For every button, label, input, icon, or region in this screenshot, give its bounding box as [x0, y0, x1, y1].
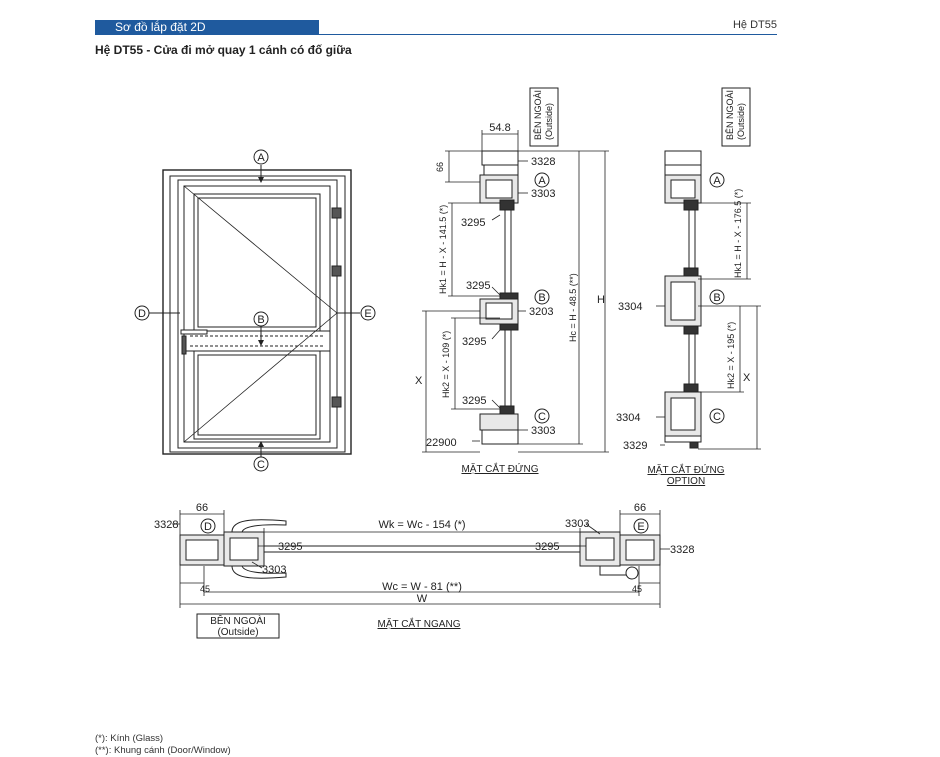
part-3303-right: 3303	[565, 518, 589, 530]
os-marker-a: A	[713, 175, 721, 187]
svg-text:BÊN NGOÀI: BÊN NGOÀI	[533, 90, 543, 140]
part-3295-right: 3295	[535, 541, 559, 553]
dim-hk2: Hk2 = X - 109 (*)	[441, 331, 451, 398]
part-3295-mid-lower: 3295	[462, 336, 486, 348]
section-header: Sơ đồ lắp đặt 2D	[95, 20, 319, 35]
dim-wc: Wc = W - 81 (**)	[382, 581, 462, 593]
part-22900: 22900	[426, 437, 457, 449]
horizontal-section-dimensions	[172, 510, 670, 608]
dim-top-height: 66	[435, 162, 445, 172]
marker-b: B	[257, 314, 264, 326]
part-3328-left: 3328	[154, 519, 178, 531]
vs-marker-b: B	[538, 292, 545, 304]
vs-marker-c: C	[538, 411, 546, 423]
dim-hc: Hc = H - 48.5 (**)	[568, 273, 578, 342]
part-3328-right: 3328	[670, 544, 694, 556]
option-section-labels: A B C 3304 3304 3329 Hk1 = H - X - 176.5…	[616, 172, 751, 487]
part-3328: 3328	[531, 156, 555, 168]
elevation-markers: A B C D E	[134, 149, 376, 472]
part-3329: 3329	[623, 440, 647, 452]
part-3304-mid: 3304	[618, 301, 642, 313]
dim-left-66: 66	[196, 502, 208, 514]
part-3303-bottom: 3303	[531, 425, 555, 437]
svg-text:(Outside): (Outside)	[544, 103, 554, 140]
option-caption-line2: OPTION	[667, 476, 705, 487]
option-section-outside-label: BÊN NGOÀI (Outside)	[721, 87, 751, 147]
dim-wk: Wk = Wc - 154 (*)	[378, 519, 465, 531]
hs-marker-d: D	[204, 521, 212, 533]
os-marker-b: B	[713, 292, 720, 304]
note-frame: (**): Khung cánh (Door/Window)	[95, 745, 231, 756]
horizontal-section-caption: MẶT CẮT NGANG	[378, 617, 461, 630]
option-caption-line1: MẶT CẮT ĐỨNG	[647, 463, 724, 476]
os-dim-hk1: Hk1 = H - X - 176.5 (*)	[733, 189, 743, 278]
option-section-profiles	[664, 150, 702, 449]
svg-text:BÊN NGOÀI: BÊN NGOÀI	[725, 90, 735, 140]
dim-right-66: 66	[634, 502, 646, 514]
part-3303-top: 3303	[531, 188, 555, 200]
dim-hk1: Hk1 = H - X - 141.5 (*)	[438, 205, 448, 294]
vertical-section-outside-label: BÊN NGOÀI (Outside)	[529, 87, 559, 147]
document-title: Hệ DT55 - Cửa đi mở quay 1 cánh có đố gi…	[95, 43, 352, 57]
vs-marker-a: A	[538, 175, 546, 187]
horizontal-section-profiles	[179, 519, 661, 580]
marker-d: D	[138, 308, 146, 320]
os-marker-c: C	[713, 411, 721, 423]
dim-top-width: 54.8	[489, 122, 510, 134]
os-dim-hk2: Hk2 = X - 195 (*)	[726, 322, 736, 389]
marker-c: C	[257, 459, 265, 471]
dim-x: X	[415, 375, 423, 387]
hs-outside-label-1: BÊN NGOÀI	[210, 614, 266, 627]
dim-h: H	[597, 294, 605, 306]
part-3304-low: 3304	[616, 412, 640, 424]
vertical-section-profiles	[479, 150, 519, 445]
series-tag: Hệ DT55	[732, 19, 777, 31]
svg-text:(Outside): (Outside)	[736, 103, 746, 140]
vertical-section-dimensions	[422, 130, 609, 453]
part-3295-top: 3295	[461, 217, 485, 229]
dim-w: W	[417, 593, 428, 605]
section-title: Sơ đồ lắp đặt 2D	[115, 20, 206, 34]
part-3295-bottom: 3295	[462, 395, 486, 407]
footnotes: (*): Kính (Glass) (**): Khung cánh (Door…	[95, 733, 231, 757]
os-dim-x: X	[743, 372, 751, 384]
vertical-section-labels: 54.8 66 3328 3303 3295 3295 3203 3295 32…	[415, 122, 605, 475]
part-3303-left: 3303	[262, 564, 286, 576]
hs-outside-label-2: (Outside)	[217, 627, 258, 638]
part-3295-mid-upper: 3295	[466, 280, 490, 292]
marker-e: E	[364, 308, 371, 320]
horizontal-section-labels: 66 66 3328 3295 3303 3303 3295 3328 D E …	[154, 502, 694, 639]
header-divider	[319, 34, 777, 35]
part-3295-left: 3295	[278, 541, 302, 553]
option-section-dimensions	[656, 202, 761, 450]
marker-a: A	[257, 152, 265, 164]
dim-offset-right: 45	[632, 584, 642, 594]
vertical-section-caption: MẶT CẮT ĐỨNG	[461, 462, 538, 475]
dim-offset-left: 45	[200, 584, 210, 594]
part-3203: 3203	[529, 306, 553, 318]
note-glass: (*): Kính (Glass)	[95, 733, 164, 744]
door-elevation	[149, 165, 360, 458]
hs-marker-e: E	[637, 521, 644, 533]
